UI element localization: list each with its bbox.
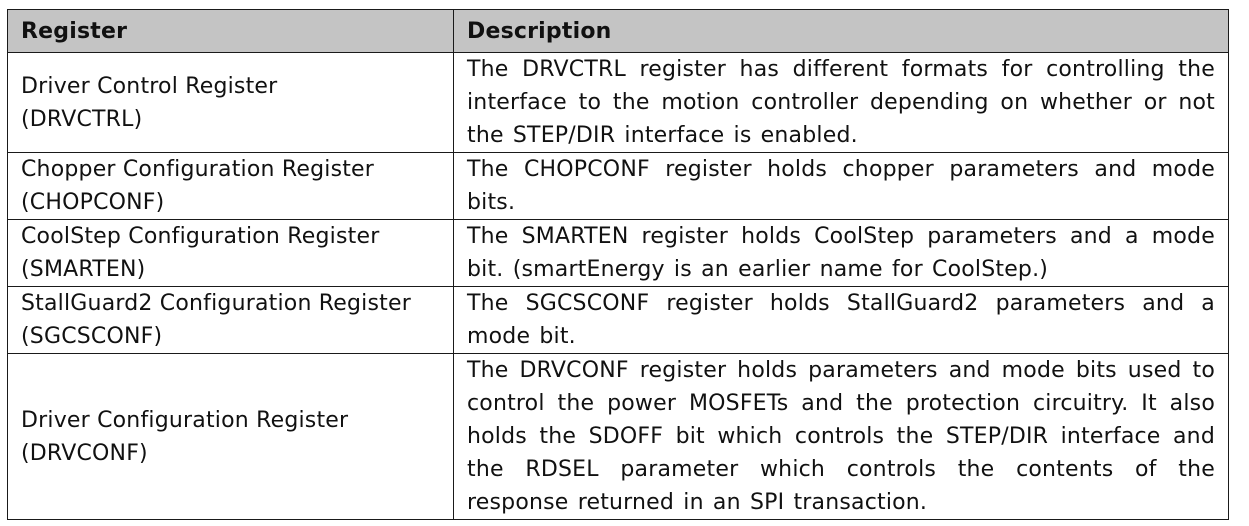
register-name: Driver Control Register [21,73,278,99]
register-description: The SGCSCONF register holds StallGuard2 … [453,286,1229,354]
column-header-description: Description [453,9,1229,53]
table-row: Driver Control Register (DRVCTRL) The DR… [7,52,1229,153]
register-name-cell: Driver Control Register (DRVCTRL) [7,52,454,153]
register-mnemonic: (SMARTEN) [21,257,146,282]
table-row: Chopper Configuration Register (CHOPCONF… [7,152,1229,220]
register-description: The DRVCTRL register has different forma… [453,52,1229,153]
table-row: StallGuard2 Configuration Register (SGCS… [7,286,1229,354]
register-name: CoolStep Configuration Register [21,224,380,249]
register-name: StallGuard2 Configuration Register [21,291,411,316]
register-name: Driver Configuration Register [21,407,349,433]
register-table: Register Description Driver Control Regi… [7,9,1229,520]
register-name-cell: StallGuard2 Configuration Register (SGCS… [7,286,454,354]
register-mnemonic: (DRVCTRL) [21,106,143,132]
register-mnemonic: (SGCSCONF) [21,324,163,349]
register-description: The DRVCONF register holds parameters an… [453,353,1229,520]
table-header-row: Register Description [7,9,1229,53]
register-name-cell: CoolStep Configuration Register (SMARTEN… [7,219,454,287]
register-description: The SMARTEN register holds CoolStep para… [453,219,1229,287]
table-row: Driver Configuration Register (DRVCONF) … [7,353,1229,520]
register-description: The CHOPCONF register holds chopper para… [453,152,1229,220]
column-header-register: Register [7,9,454,53]
register-name-cell: Driver Configuration Register (DRVCONF) [7,353,454,520]
register-name: Chopper Configuration Register [21,157,375,182]
register-name-cell: Chopper Configuration Register (CHOPCONF… [7,152,454,220]
register-mnemonic: (CHOPCONF) [21,190,165,215]
register-table-container: Register Description Driver Control Regi… [7,9,1229,520]
register-mnemonic: (DRVCONF) [21,440,148,466]
table-row: CoolStep Configuration Register (SMARTEN… [7,219,1229,287]
